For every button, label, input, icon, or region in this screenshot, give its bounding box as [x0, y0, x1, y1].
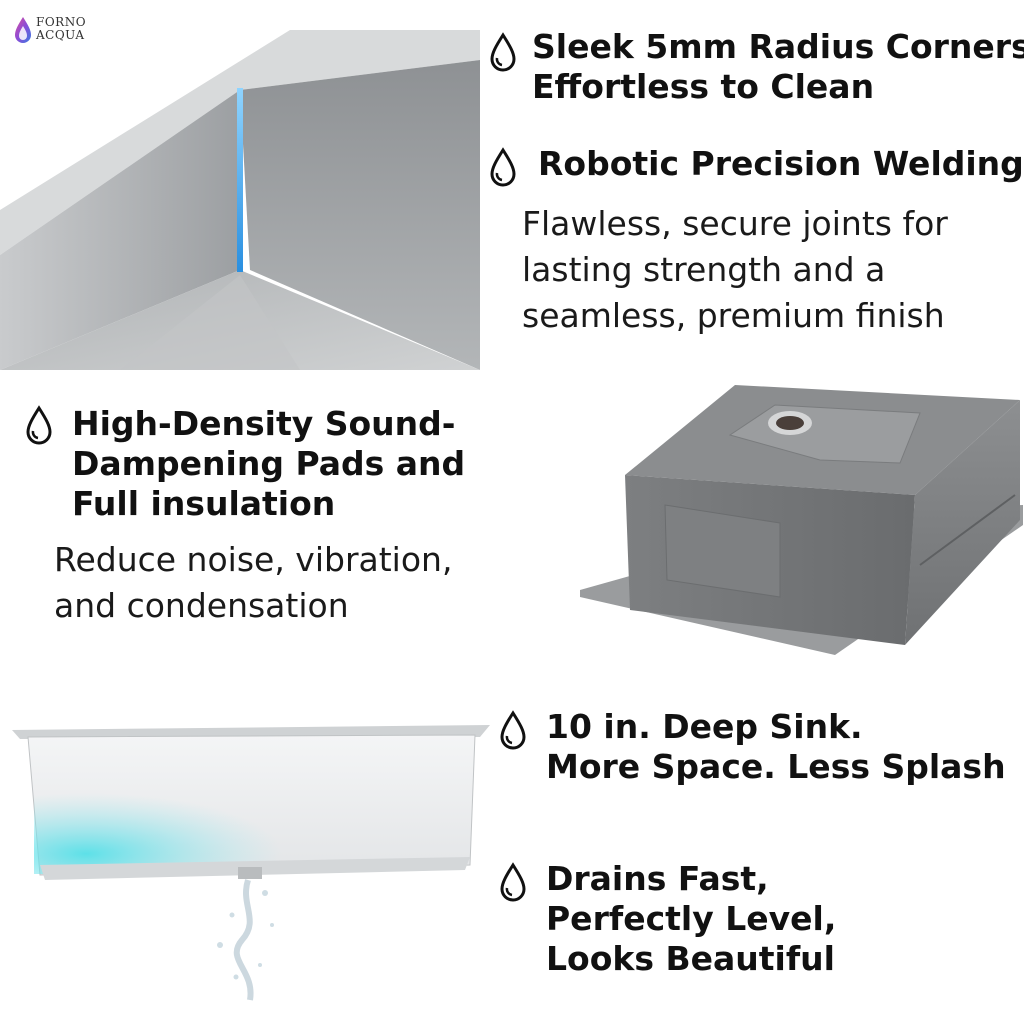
feature-title-line: More Space. Less Splash: [546, 747, 1006, 786]
feature-body-line: seamless, premium finish: [522, 296, 945, 335]
flame-drop-logo-icon: [15, 17, 31, 43]
feature-body-line: and condensation: [54, 586, 349, 625]
feature-body-line: lasting strength and a: [522, 250, 886, 289]
water-drop-icon: [500, 862, 526, 902]
feature-body-line: Flawless, secure joints for: [522, 204, 948, 243]
logo-line-2: ACQUA: [36, 28, 85, 42]
sink-corner-image: [0, 30, 480, 370]
feature-title-line: Sleek 5mm Radius Corners: [532, 27, 1024, 66]
feature-title-line: High-Density Sound-: [72, 404, 456, 443]
water-drop-icon: [490, 32, 516, 72]
feature-body-line: Reduce noise, vibration,: [54, 540, 453, 579]
feature-title-line: Dampening Pads and: [72, 444, 466, 483]
feature-title-line: Perfectly Level,: [546, 899, 837, 938]
sink-profile-image: [12, 725, 490, 1001]
water-drop-icon: [490, 147, 516, 187]
feature-title-line: Looks Beautiful: [546, 939, 835, 978]
feature-title-line: 10 in. Deep Sink.: [546, 707, 863, 746]
sink-underside-image: [580, 385, 1023, 655]
water-drop-icon: [26, 405, 52, 445]
feature-title-line: Robotic Precision Welding: [538, 144, 1024, 183]
water-drop-icon: [500, 710, 526, 750]
feature-title-line: Effortless to Clean: [532, 67, 875, 106]
brand-logo: FORNO ACQUA: [14, 14, 124, 48]
logo-line-1: FORNO: [36, 15, 87, 29]
feature-title-line: Full insulation: [72, 484, 336, 523]
feature-title-line: Drains Fast,: [546, 859, 769, 898]
